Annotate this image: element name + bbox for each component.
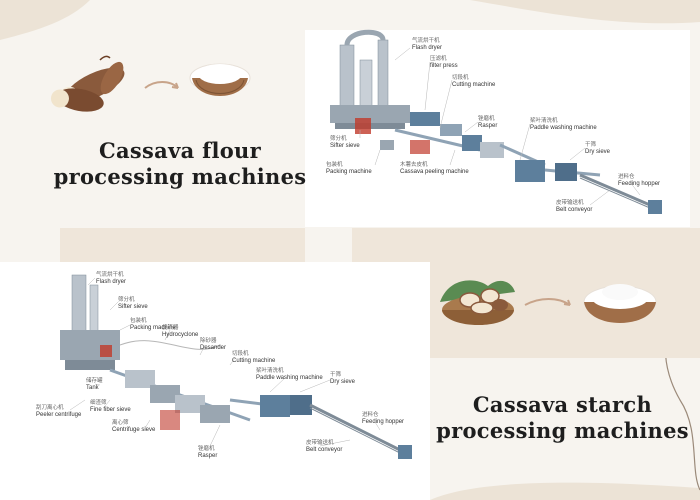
flour-label-flash-dryer: 气流烘干机 Flash dryer [412, 38, 443, 51]
starch-title-line1: Cassava starch [472, 392, 653, 417]
flour-title-line1: Cassava flour [99, 138, 261, 163]
starch-label-sifter-sieve: 筛分机 Sifter sieve [118, 297, 148, 310]
curved-arrow-icon-2 [524, 298, 571, 306]
starch-label-belt-conveyor: 皮带输送机 Belt conveyor [306, 440, 343, 453]
bg-blob-top-left [0, 0, 90, 40]
starch-label-packing-machine: 包装机 Packing machine [130, 318, 176, 331]
starch-label-desander: 除砂器 Desander [200, 338, 227, 351]
starch-label-rasper: 锉磨机 Rasper [198, 446, 218, 459]
starch-label-fine-fiber-sieve: 细渣筛 Fine fiber sieve [90, 400, 131, 413]
flour-title: Cassava flour processing machines [50, 138, 310, 190]
starch-bowl-icon [583, 284, 657, 323]
starch-title: Cassava starch processing machines [430, 392, 695, 444]
flour-bowl-icon [189, 63, 251, 96]
starch-label-dry-sieve: 干筛 Dry sieve [330, 372, 356, 385]
flour-label-dry-sieve: 干筛 Dry sieve [585, 142, 611, 155]
cassava-basket-icon [440, 280, 515, 325]
flour-label-sifter-sieve: 筛分机 Sifter sieve [330, 136, 360, 149]
beige-band-left [60, 228, 305, 262]
starch-label-feeding-hopper: 进料仓 Feeding hopper [362, 412, 405, 425]
flour-label-feeding-hopper: 进料仓 Feeding hopper [618, 174, 661, 187]
starch-label-flash-dryer: 气流烘干机 Flash dryer [96, 272, 127, 285]
flour-label-paddle-washing-machine: 桨叶清洗机 Paddle washing machine [530, 118, 597, 131]
flour-label-rasper: 锉磨机 Rasper [478, 116, 498, 129]
starch-label-paddle-washing-machine: 桨叶清洗机 Paddle washing machine [256, 368, 323, 381]
flour-leader-lines [359, 47, 641, 206]
starch-label-hydrocyclone: 旋流器 Hydrocyclone [162, 325, 199, 338]
flour-label-cassava-peeling-machine: 木薯去皮机 Cassava peeling machine [400, 162, 469, 175]
starch-label-peeler-centrifuge: 刮刀离心机 Peeler centrifuge [36, 405, 82, 418]
bg-blob-top-right [470, 0, 700, 24]
curved-arrow-icon [144, 81, 179, 89]
starch-label-centrifuge-sieve: 离心筛 Centrifuge sieve [112, 420, 156, 433]
flour-label-filter-press: 压滤机 filter press [430, 56, 458, 69]
cassava-roots-icon [50, 55, 125, 112]
flour-label-cutting-machine: 切段机 Cutting machine [452, 75, 496, 88]
flour-label-belt-conveyor: 皮带输送机 Belt conveyor [556, 200, 593, 213]
bg-blob-bottom [430, 482, 700, 500]
flour-label-packing-machine: 包装机 Packing machine [326, 162, 372, 175]
starch-machines-panel [0, 262, 430, 500]
starch-title-line2: processing machines [436, 418, 689, 443]
starch-label-cutting-machine: 切段机 Cutting machine [232, 351, 276, 364]
starch-label-tank: 储存罐 Tank [86, 378, 103, 391]
flour-title-line2: processing machines [53, 164, 307, 189]
starch-leader-lines [69, 277, 381, 447]
flour-machines-row [355, 112, 662, 214]
starch-machines-row [100, 340, 412, 459]
